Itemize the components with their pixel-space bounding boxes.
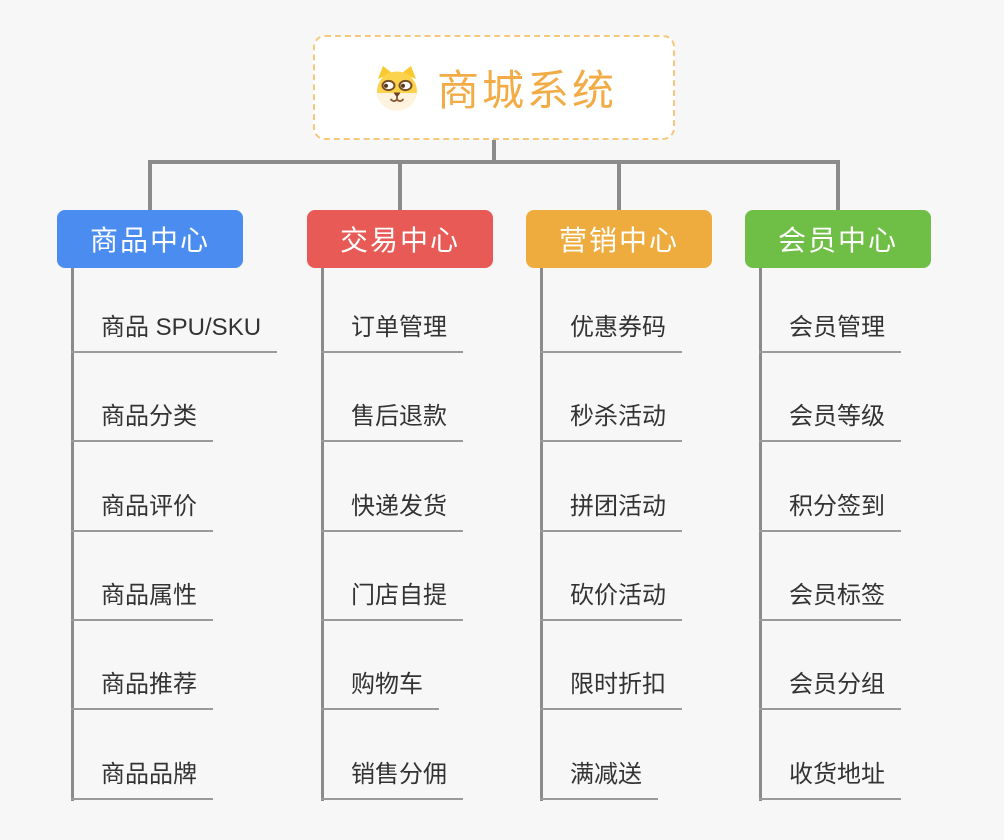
leaf-label: 商品品牌 — [101, 761, 197, 788]
connector-root-drop — [492, 138, 496, 164]
leaf-node[interactable]: 拼团活动 — [540, 490, 682, 532]
leaf-label: 秒杀活动 — [570, 403, 666, 430]
root-title: 商城系统 — [436, 67, 617, 114]
leaf-node[interactable]: 商品分类 — [71, 400, 213, 442]
leaf-label: 会员等级 — [789, 403, 885, 430]
connector-trunk-member-center — [759, 268, 762, 801]
branch-node-trade-center[interactable]: 交易中心 — [307, 210, 493, 268]
connector-branch-drop-member-center — [836, 160, 840, 212]
branch-label: 商品中心 — [89, 225, 210, 256]
connector-branch-drop-marketing-center — [617, 160, 621, 212]
connector-trunk-trade-center — [321, 268, 324, 801]
leaf-label: 会员分组 — [789, 671, 885, 698]
leaf-node[interactable]: 售后退款 — [321, 400, 463, 442]
leaf-node[interactable]: 销售分佣 — [321, 758, 463, 800]
branch-node-product-center[interactable]: 商品中心 — [57, 210, 243, 268]
leaf-label: 商品评价 — [101, 493, 197, 520]
leaf-node[interactable]: 会员分组 — [759, 668, 901, 710]
leaf-label: 限时折扣 — [570, 671, 666, 698]
leaf-label: 快递发货 — [351, 493, 447, 520]
leaf-label: 销售分佣 — [351, 761, 447, 788]
branch-label: 营销中心 — [558, 225, 679, 256]
leaf-label: 商品属性 — [101, 582, 197, 609]
leaf-label: 商品推荐 — [101, 671, 197, 698]
leaf-node[interactable]: 快递发货 — [321, 490, 463, 532]
leaf-label: 购物车 — [351, 671, 423, 698]
leaf-label: 优惠券码 — [570, 314, 666, 341]
leaf-node[interactable]: 商品推荐 — [71, 668, 213, 710]
leaf-node[interactable]: 收货地址 — [759, 758, 901, 800]
leaf-node[interactable]: 订单管理 — [321, 311, 463, 353]
leaf-label: 订单管理 — [351, 314, 447, 341]
branch-label: 交易中心 — [339, 225, 460, 256]
connector-branch-drop-product-center — [148, 160, 152, 212]
leaf-node[interactable]: 商品评价 — [71, 490, 213, 532]
leaf-node[interactable]: 会员管理 — [759, 311, 901, 353]
leaf-label: 砍价活动 — [570, 582, 666, 609]
leaf-node[interactable]: 商品 SPU/SKU — [71, 311, 278, 353]
leaf-node[interactable]: 会员等级 — [759, 400, 901, 442]
leaf-label: 商品 SPU/SKU — [101, 314, 262, 341]
connector-trunk-product-center — [71, 268, 74, 801]
leaf-node[interactable]: 秒杀活动 — [540, 400, 682, 442]
leaf-label: 积分签到 — [789, 493, 885, 520]
leaf-label: 会员标签 — [789, 582, 885, 609]
leaf-label: 商品分类 — [101, 403, 197, 430]
leaf-node[interactable]: 商品品牌 — [71, 758, 213, 800]
leaf-node[interactable]: 购物车 — [321, 668, 439, 710]
leaf-label: 售后退款 — [351, 403, 447, 430]
leaf-node[interactable]: 积分签到 — [759, 490, 901, 532]
leaf-node[interactable]: 优惠券码 — [540, 311, 682, 353]
leaf-node[interactable]: 商品属性 — [71, 579, 213, 621]
branch-node-member-center[interactable]: 会员中心 — [745, 210, 931, 268]
leaf-node[interactable]: 满减送 — [540, 758, 658, 800]
branch-node-marketing-center[interactable]: 营销中心 — [526, 210, 712, 268]
leaf-node[interactable]: 会员标签 — [759, 579, 901, 621]
leaf-node[interactable]: 砍价活动 — [540, 579, 682, 621]
connector-trunk-marketing-center — [540, 268, 543, 801]
leaf-label: 拼团活动 — [570, 493, 666, 520]
dog-face-icon — [376, 65, 417, 110]
leaf-label: 门店自提 — [351, 582, 447, 609]
branch-label: 会员中心 — [777, 225, 898, 256]
leaf-node[interactable]: 限时折扣 — [540, 668, 682, 710]
connector-bus — [148, 160, 840, 164]
leaf-node[interactable]: 门店自提 — [321, 579, 463, 621]
leaf-label: 会员管理 — [789, 314, 885, 341]
leaf-label: 满减送 — [570, 761, 642, 788]
connector-branch-drop-trade-center — [398, 160, 402, 212]
root-node[interactable]: 商城系统 — [313, 35, 675, 140]
leaf-label: 收货地址 — [789, 761, 885, 788]
